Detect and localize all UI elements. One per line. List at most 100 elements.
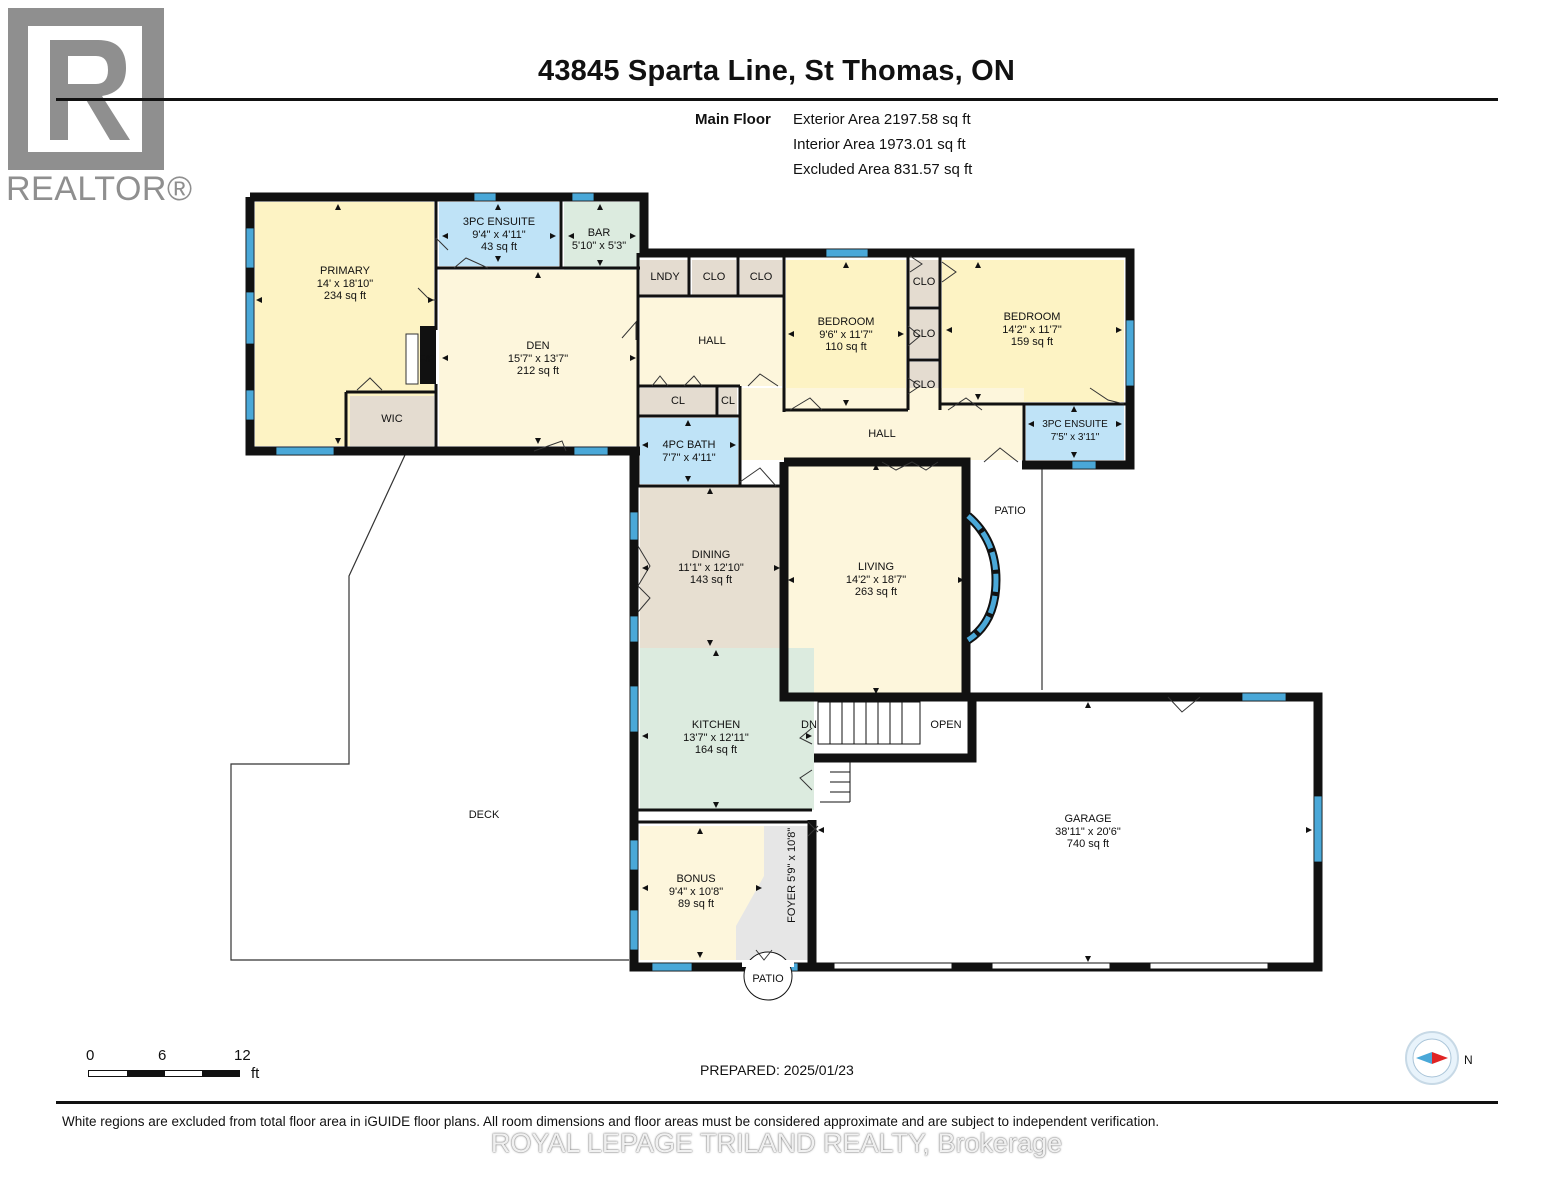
clo4-fill xyxy=(909,310,939,358)
room-dims: 14'2" x 11'7" xyxy=(1002,323,1062,336)
room-name: DEN xyxy=(526,340,550,352)
ensuite2-fill xyxy=(1026,404,1124,460)
disclaimer: White regions are excluded from total fl… xyxy=(62,1114,1160,1129)
room-area: 234 sq ft xyxy=(323,290,367,302)
fireplace xyxy=(420,326,436,384)
fireplace-label: F/P xyxy=(419,354,435,365)
compass-north-label: N xyxy=(1464,1053,1473,1067)
exterior-area: Exterior Area 2197.58 sq ft xyxy=(793,111,971,128)
realtor-logo xyxy=(8,8,164,170)
deck-label: DECK xyxy=(468,809,500,821)
room-name: KITCHEN xyxy=(691,719,741,731)
room-hall-1: HALL xyxy=(698,335,726,347)
room-area: 263 sq ft xyxy=(854,586,898,598)
stairs xyxy=(817,701,921,803)
room-area: 89 sq ft xyxy=(677,898,715,910)
room-closet-4: CLO xyxy=(912,328,936,340)
patio-label-front: PATIO xyxy=(752,973,784,985)
room-dims: 38'11" x 20'6" xyxy=(1055,825,1121,838)
room-area: 164 sq ft xyxy=(694,744,738,756)
room-name: LIVING xyxy=(857,561,895,573)
interior-area: Interior Area 1973.01 sq ft xyxy=(793,136,966,153)
room-area: 110 sq ft xyxy=(825,341,867,353)
room-dims: 14' x 18'10" xyxy=(316,277,374,290)
room-dims: 14'2" x 18'7" xyxy=(845,573,907,586)
room-area: 159 sq ft xyxy=(1010,336,1054,348)
bedroom1-fill xyxy=(786,260,906,410)
den-fill xyxy=(439,270,639,446)
room-wic: WIC xyxy=(381,413,403,425)
room-foyer: FOYER 5'9" x 10'8" xyxy=(785,827,798,923)
room-closet-2: CLO xyxy=(749,271,773,283)
room-name: 3PC ENSUITE xyxy=(1042,419,1108,430)
room-dims: 5'10" x 5'3" xyxy=(571,239,627,252)
room-dims: 7'5" x 3'11" xyxy=(1050,431,1100,443)
bath4-fill xyxy=(640,418,738,484)
ensuite1-fill xyxy=(439,202,559,266)
deck-outline xyxy=(230,454,629,961)
room-cl-1: CL xyxy=(670,395,686,407)
room-name: BEDROOM xyxy=(1003,311,1061,323)
room-area: 43 sq ft xyxy=(480,241,518,253)
wic-fill xyxy=(350,396,434,446)
living-fill xyxy=(786,462,966,696)
lndy-fill xyxy=(640,260,688,296)
hall2-fill xyxy=(740,388,1024,460)
room-name: GARAGE xyxy=(1064,813,1112,825)
room-area: 143 sq ft xyxy=(689,574,733,586)
room-dims: 15'7" x 13'7" xyxy=(507,352,569,365)
room-dims: 7'7" x 4'11" xyxy=(662,451,716,464)
room-name: BONUS xyxy=(676,873,716,885)
room-name: PRIMARY xyxy=(320,265,370,277)
room-laundry: LNDY xyxy=(650,271,680,283)
clo2-fill xyxy=(740,260,782,296)
cl1-fill xyxy=(640,388,716,416)
room-name: DINING xyxy=(691,549,731,561)
scale-unit: ft xyxy=(251,1065,260,1082)
excluded-area: Excluded Area 831.57 sq ft xyxy=(793,161,973,178)
footer-divider xyxy=(56,1101,1498,1104)
room-dims: 11'1" x 12'10" xyxy=(678,561,744,574)
room-dims: 9'4" x 10'8" xyxy=(668,885,724,898)
cl2-fill xyxy=(719,388,737,416)
bedroom2-fill xyxy=(942,260,1124,402)
brokerage-watermark: ROYAL LEPAGE TRILAND REALTY, Brokerage xyxy=(490,1128,1063,1158)
foyer-fill xyxy=(736,826,808,960)
room-hall-2: HALL xyxy=(868,428,896,440)
scale-bar xyxy=(88,1070,240,1077)
room-cl-2: CL xyxy=(720,395,736,407)
floor-name: Main Floor xyxy=(695,111,771,128)
scale-label-12: 12 xyxy=(234,1047,251,1064)
room-name: 3PC ENSUITE xyxy=(462,216,536,228)
bar-fill xyxy=(564,202,640,270)
room-dims: 9'6" x 11'7" xyxy=(819,328,873,341)
room-area: 212 sq ft xyxy=(516,365,560,377)
dining-fill xyxy=(640,486,782,648)
room-dims: 9'4" x 4'11" xyxy=(472,228,526,241)
room-name: BEDROOM xyxy=(817,316,875,328)
hall1-fill xyxy=(640,298,782,386)
scale-label-0: 0 xyxy=(86,1047,95,1064)
stairs-open-label: OPEN xyxy=(930,719,962,731)
room-name: BAR xyxy=(587,227,611,239)
stairs-down-label: DN xyxy=(801,719,817,731)
scale-label-6: 6 xyxy=(158,1047,167,1064)
prepared-date: PREPARED: 2025/01/23 xyxy=(700,1062,854,1078)
room-dims: 13'7" x 12'11" xyxy=(683,731,749,744)
room-closet-1: CLO xyxy=(702,271,726,283)
clo1-fill xyxy=(692,260,736,296)
room-closet-5: CLO xyxy=(912,379,936,391)
